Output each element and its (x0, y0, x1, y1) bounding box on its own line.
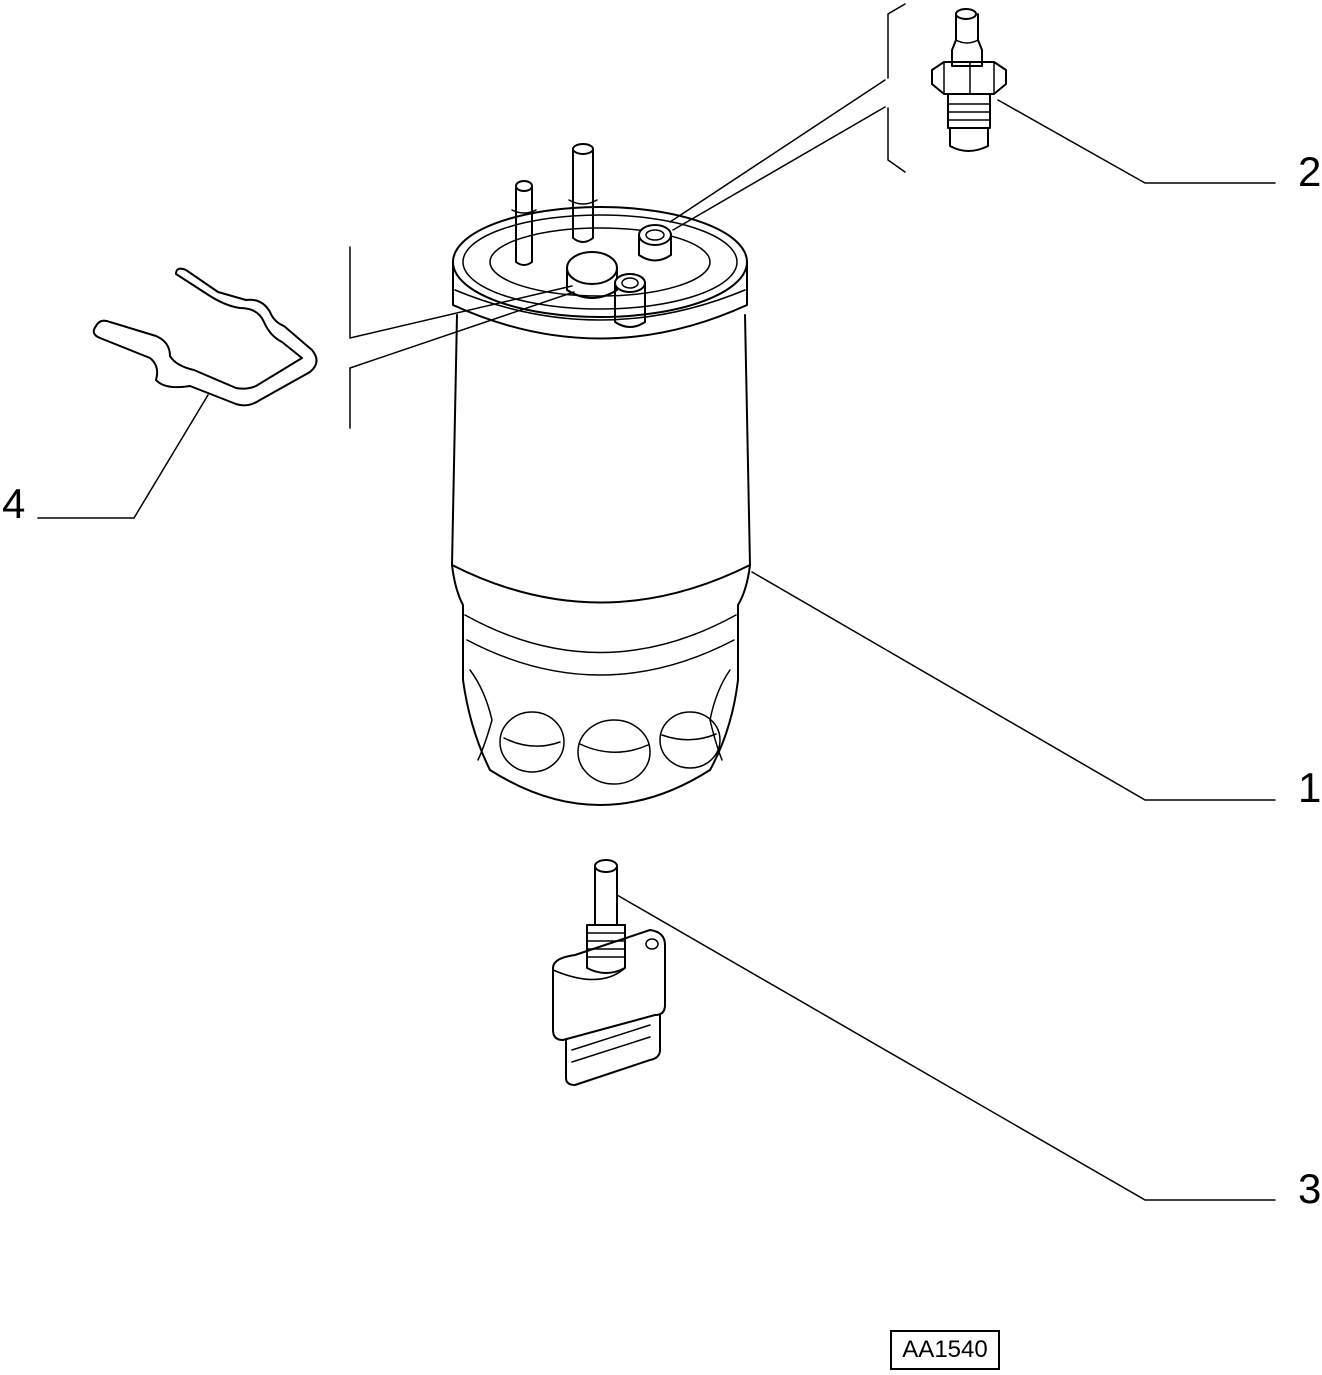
callout-bracket-2 (669, 3, 906, 231)
callout-3: 3 (1298, 1165, 1321, 1212)
fuel-filter-cartridge (451, 143, 751, 806)
callout-bracket-4 (349, 246, 575, 429)
retaining-clip (92, 267, 318, 407)
callout-1: 1 (1298, 764, 1321, 811)
callout-2: 2 (1298, 148, 1321, 195)
leader-line-3 (616, 894, 1276, 1201)
water-sensor (552, 859, 666, 1086)
leader-line-1 (751, 571, 1276, 801)
leader-line-2 (997, 99, 1276, 184)
bleed-screw-fitting (931, 8, 1007, 152)
callout-4: 4 (2, 480, 25, 527)
reference-code-label: AA1540 (890, 1330, 1000, 1370)
leader-line-4 (37, 394, 209, 519)
